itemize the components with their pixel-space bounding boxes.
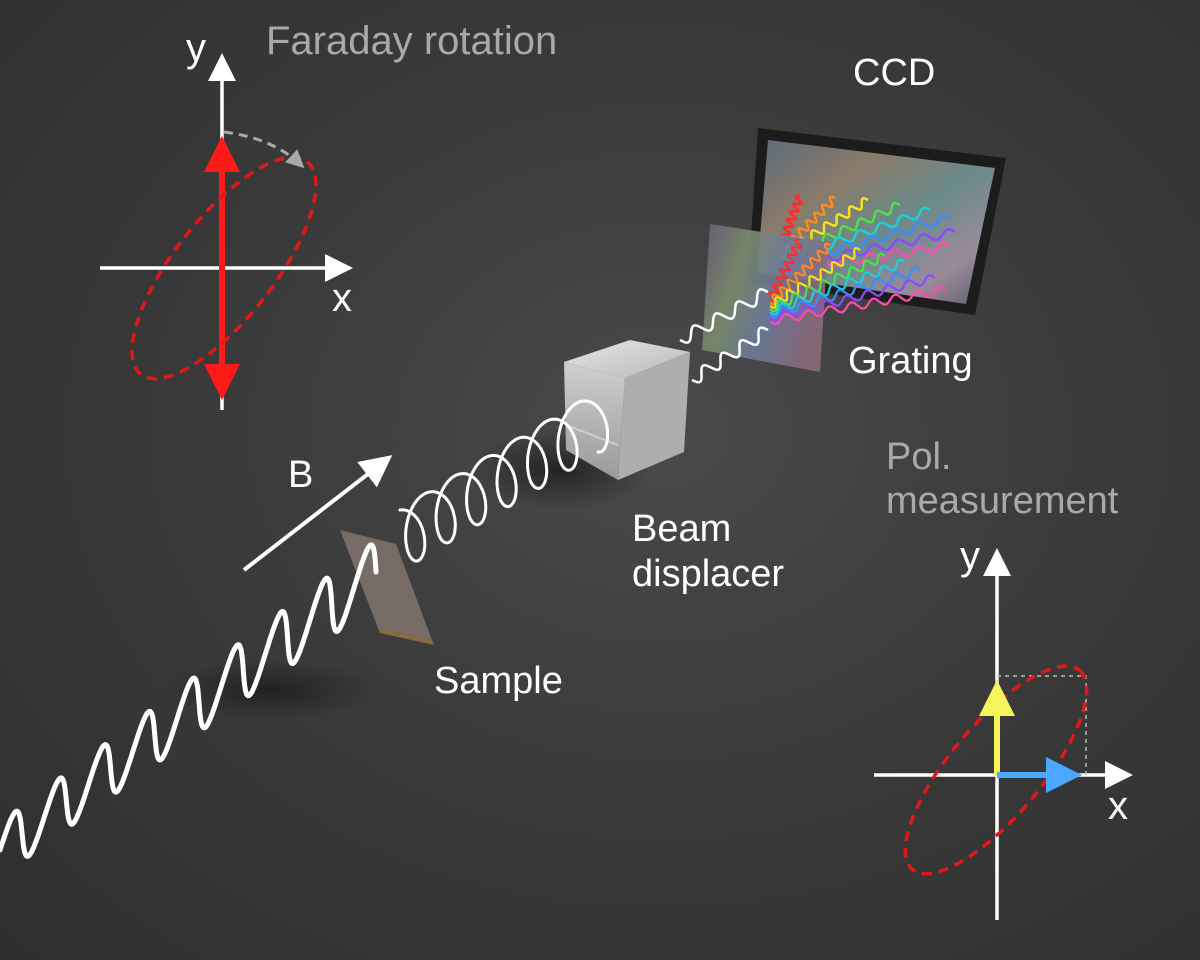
beam-displacer-label-line1: Beam (632, 508, 732, 550)
measured-polarization-ellipse (903, 664, 1089, 876)
spectrum-wave (769, 285, 946, 326)
projection-box (996, 675, 1087, 776)
spectrum-wave (769, 242, 831, 306)
magnetic-field-label: B (288, 454, 314, 496)
spectrum-wave (769, 252, 886, 313)
faraday-rotation-inset (100, 53, 353, 410)
displaced-beam-lower (691, 326, 769, 384)
rotation-direction-arrow (223, 130, 305, 169)
cube-front (564, 362, 625, 480)
magnetic-field-arrow (242, 455, 393, 572)
right-x-axis-label: x (1108, 784, 1128, 828)
spectrum-wave (769, 258, 906, 316)
grating-spectrum-waves (768, 238, 946, 326)
left-y-axis-label: y (186, 26, 206, 70)
sample-shadow (160, 660, 380, 720)
rotated-polarization-ellipse (130, 155, 318, 381)
spectrum-wave (769, 266, 921, 319)
right-y-axis-label: y (960, 534, 980, 578)
spectrum-wave (768, 238, 802, 302)
pol-label-line1: Pol. (886, 436, 952, 478)
grating (702, 224, 828, 372)
cube-side (618, 352, 690, 480)
sample-label: Sample (434, 660, 563, 702)
beam-displacer-label-line2: displacer (632, 553, 785, 595)
polarization-measurement-inset (874, 548, 1133, 920)
displaced-beam-upper (679, 288, 769, 344)
left-x-axis-label: x (332, 276, 352, 320)
ccd-label: CCD (853, 52, 936, 94)
beam-displacer-cube (564, 340, 690, 480)
spectrum-wave (769, 274, 936, 322)
pol-label-line2: measurement (886, 480, 1119, 522)
incident-beam-wave (0, 542, 379, 859)
cube-top (564, 340, 690, 378)
grating-label: Grating (848, 340, 973, 382)
transmitted-helical-beam (398, 399, 610, 563)
grating-plate (702, 224, 828, 372)
faraday-rotation-label: Faraday rotation (266, 19, 558, 63)
spectrum-wave (769, 247, 861, 309)
